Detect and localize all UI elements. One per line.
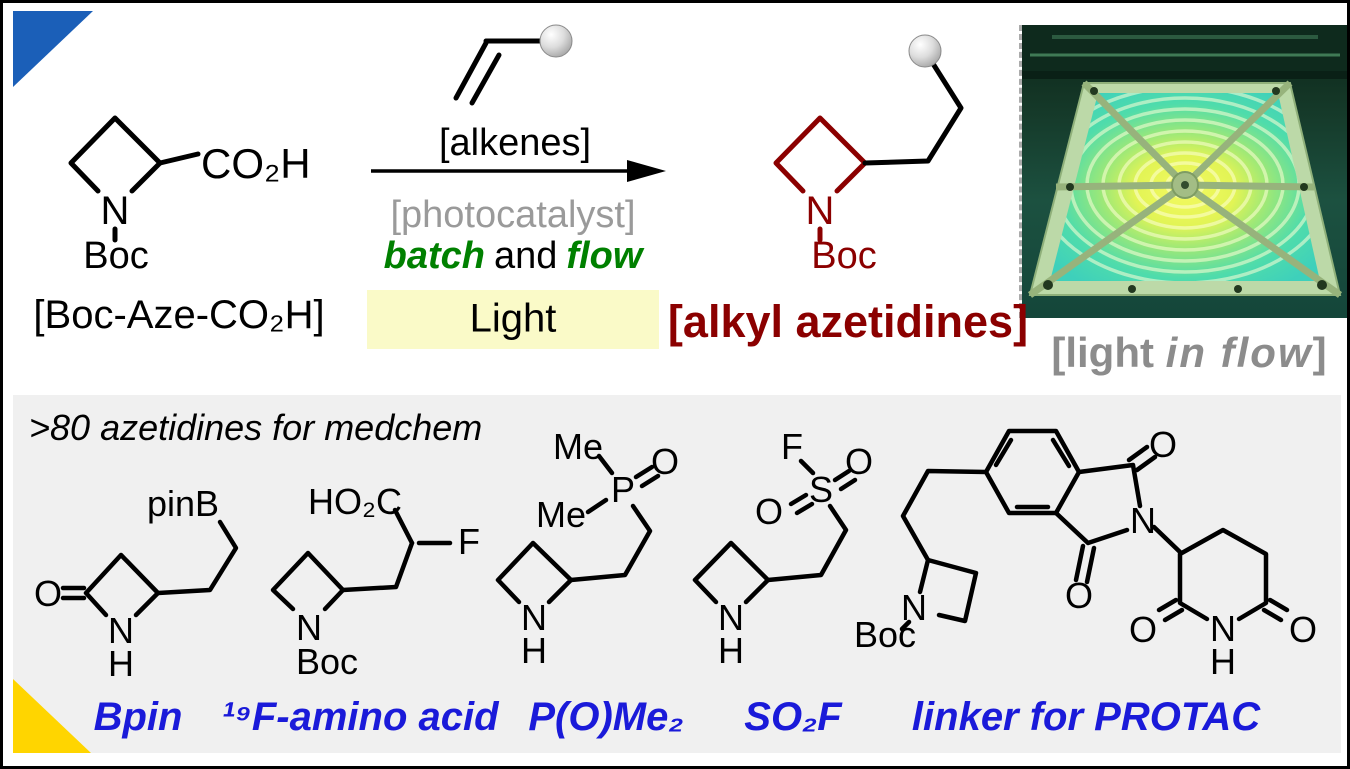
and-word: and (493, 235, 558, 277)
atom-label: CO₂H (201, 140, 311, 187)
alkenes-label: [alkenes] (438, 122, 592, 164)
example-label-phosphine-oxide: P(O)Me₂ (528, 695, 684, 739)
example-label-bpin: Bpin (93, 695, 183, 739)
light-highlight-box: Light (367, 290, 659, 349)
example-label-protac-linker: linker for PROTAC (911, 695, 1261, 739)
atom-label: N (806, 189, 835, 233)
photo-caption-pre: [light (1051, 329, 1166, 376)
batch-word: batch (383, 235, 485, 277)
photo-caption-italic: in flow (1165, 329, 1313, 376)
panel-headline: >80 azetidines for medchem (29, 407, 483, 448)
atom-label: Boc (811, 235, 876, 277)
reactant-label: [Boc-Aze-CO₂H] (33, 293, 325, 337)
photocatalyst-label: [photocatalyst] (390, 194, 636, 236)
photo-caption: [light in flow] (1051, 329, 1326, 377)
light-label: Light (469, 296, 557, 341)
product-label: [alkyl azetidines] (667, 296, 1029, 347)
photo-caption-post: ] (1312, 329, 1327, 376)
generic-group-sphere-icon (539, 24, 573, 58)
atom-label: N (101, 189, 130, 233)
product-structure (773, 48, 964, 243)
reactant-structure (68, 115, 201, 243)
example-label-sulfonyl-fluoride: SO₂F (744, 695, 842, 739)
flow-word: flow (566, 235, 643, 277)
flow-reactor-photo (1019, 25, 1347, 318)
corner-triangle-blue-icon (13, 11, 93, 87)
alkene-structure (453, 38, 559, 106)
atom-label: Boc (83, 235, 148, 277)
flow-reactor-illustration (1022, 25, 1347, 318)
example-label-f-amino-acid: ¹⁹F-amino acid (221, 695, 499, 739)
generic-group-sphere-icon (908, 34, 942, 68)
